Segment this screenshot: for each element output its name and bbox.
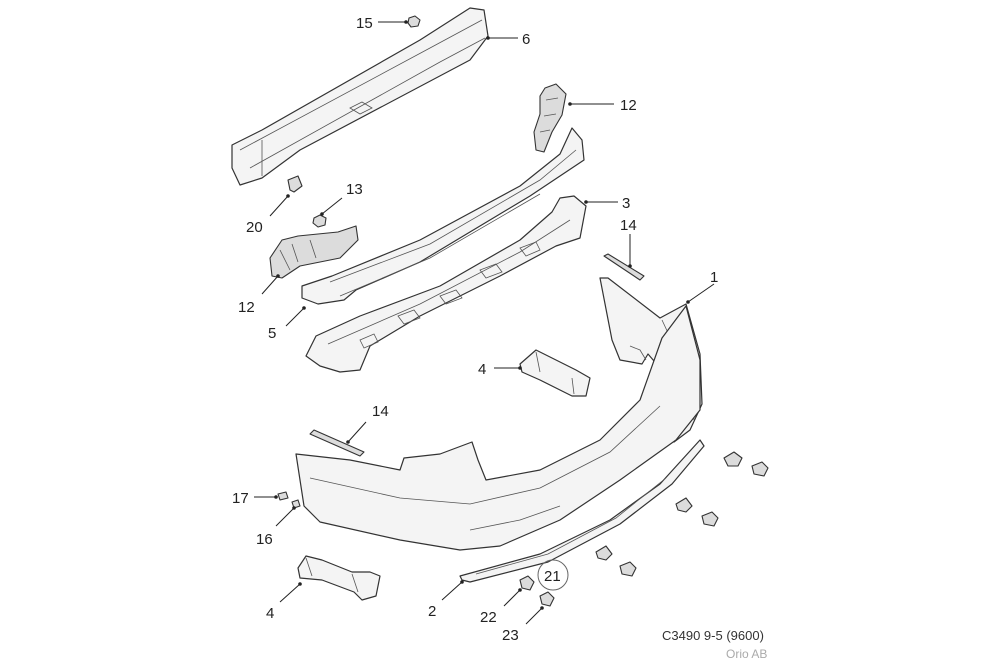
part-14-upper-strip [603,253,645,281]
part-3-energy-absorber [305,195,587,373]
label-4-lower: 4 [266,605,274,622]
label-14-lower: 14 [372,403,389,420]
label-6: 6 [522,31,530,48]
callout-1: 1 [686,269,718,304]
label-14-upper: 14 [620,217,637,234]
label-22: 22 [480,609,497,626]
part-4-lower-guide [297,555,381,601]
callout-15: 15 [356,15,408,32]
callout-4-lower: 4 [266,582,302,622]
callout-14-lower: 14 [346,403,389,444]
label-3: 3 [622,195,630,212]
part-15-nut [407,15,421,28]
part-4-upper-guide [519,349,591,397]
part-5-absorber-beam [301,127,585,305]
callout-4-upper: 4 [478,361,522,378]
part-1-bumper-cover [295,305,701,551]
label-15: 15 [356,15,373,32]
callout-17: 17 [232,490,278,507]
callout-22: 22 [480,588,522,626]
part-17-screw [277,491,289,501]
part-12-upper-bracket [533,83,567,153]
label-12-upper: 12 [620,97,637,114]
callout-12-lower: 12 [238,274,280,316]
callout-21: 21 [537,559,569,591]
callout-12-upper: 12 [568,97,637,114]
label-5: 5 [268,325,276,342]
part-2-lower-trim [459,439,705,583]
fastener-group [519,451,769,607]
label-20: 20 [246,219,263,236]
label-4-upper: 4 [478,361,486,378]
label-16: 16 [256,531,273,548]
part-6-reinforcement-beam [231,7,489,186]
label-12-lower: 12 [238,299,255,316]
part-13-nut [312,214,327,228]
callout-20: 20 [246,194,290,236]
label-17: 17 [232,490,249,507]
part-14-lower-strip [309,429,365,457]
callout-6: 6 [486,31,530,48]
part-20-clip [287,175,303,193]
callout-16: 16 [256,506,296,548]
diagram-code: C3490 9-5 (9600) [662,628,764,643]
callout-3: 3 [584,195,630,212]
label-21: 21 [544,568,561,585]
label-23: 23 [502,627,519,644]
label-13: 13 [346,181,363,198]
label-1: 1 [710,269,718,286]
diagram-credit: Orio AB [726,647,767,661]
callout-2: 2 [428,580,464,620]
part-16-clip [291,499,301,509]
callout-13: 13 [320,181,363,216]
callout-14-upper: 14 [620,217,637,268]
callout-5: 5 [268,306,306,342]
callout-23: 23 [502,606,544,644]
label-2: 2 [428,603,436,620]
